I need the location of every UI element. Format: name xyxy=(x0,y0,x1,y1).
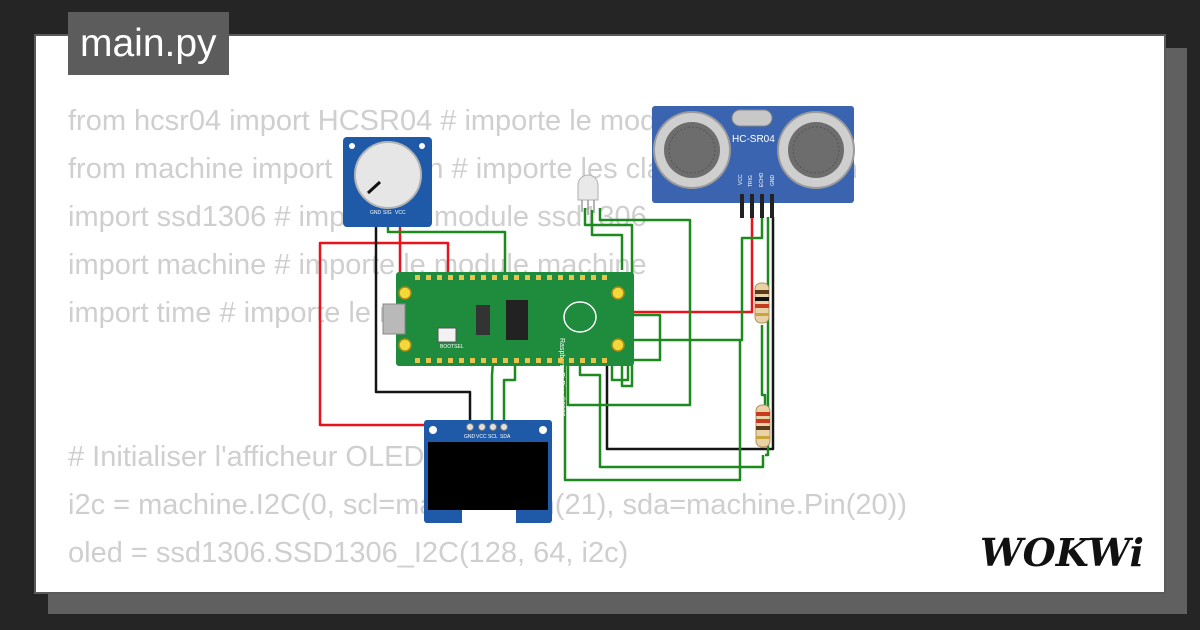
wire-red-oled-vcc[interactable] xyxy=(318,241,482,427)
oled-pin-label-vcc: VCC xyxy=(476,434,487,440)
sensor-pins xyxy=(740,194,774,218)
resistor-2[interactable] xyxy=(755,404,771,448)
resistor-1[interactable] xyxy=(754,282,770,324)
mount-hole xyxy=(419,143,425,149)
pico-board[interactable]: Raspberry Pi Pico ©2020 BOOTSEL xyxy=(382,272,634,417)
oled-pins xyxy=(466,423,508,431)
flash-chip xyxy=(476,305,490,335)
sensor-label: HC-SR04 xyxy=(732,134,775,145)
oled-pin-label-scl: SCL xyxy=(488,434,498,440)
transducer-right xyxy=(777,111,855,189)
oled-display[interactable]: GND VCC SCL SDA xyxy=(424,420,552,523)
wire-black-pot-gnd[interactable] xyxy=(374,222,472,425)
pico-pin-row-bottom xyxy=(415,358,607,363)
sensor-pin-label-echo: ECHO xyxy=(759,172,765,187)
transducer-left xyxy=(653,111,731,189)
wire-green-led-low[interactable] xyxy=(610,362,630,382)
bootsel-label: BOOTSEL xyxy=(440,344,464,350)
wire-green-oled-scl[interactable] xyxy=(490,361,495,425)
led-dome xyxy=(577,174,599,201)
usb-port[interactable] xyxy=(382,303,406,335)
mount-hole xyxy=(398,338,412,352)
sensor-pin-label-vcc: VCC xyxy=(738,174,744,185)
oled-ribbon xyxy=(462,510,516,523)
mount-hole xyxy=(398,286,412,300)
rp2040-chip xyxy=(506,300,528,340)
potentiometer-knob[interactable] xyxy=(354,141,422,209)
potentiometer-indicator xyxy=(366,180,382,195)
raspberry-logo-icon xyxy=(563,301,597,333)
mount-hole xyxy=(539,426,547,434)
pico-pin-row-top xyxy=(415,275,607,280)
pot-pin-label-sig: SIG xyxy=(383,210,392,216)
wire-green-bottom[interactable] xyxy=(563,340,742,482)
file-tab-main-py[interactable]: main.py xyxy=(68,12,229,75)
code-line: # Initialiser l'afficheur OLED xyxy=(68,441,425,473)
oled-pin-label-gnd: GND xyxy=(464,434,476,440)
pico-label: Raspberry Pi Pico ©2020 xyxy=(558,338,566,417)
sensor-crystal xyxy=(731,109,773,127)
wokwi-logo-text: WOKWi xyxy=(980,530,1144,575)
wire-green-pico-right[interactable] xyxy=(630,313,662,362)
mount-hole xyxy=(429,426,437,434)
code-line: oled = ssd1306.SSD1306_I2C(128, 64, i2c) xyxy=(68,537,629,569)
ultrasonic-sensor[interactable]: HC-SR04 VCC TRIG ECHO GND xyxy=(652,106,855,218)
wire-green-trig[interactable] xyxy=(634,217,764,342)
wire-green-led-2[interactable] xyxy=(590,210,624,270)
mount-hole xyxy=(349,143,355,149)
wire-green-res1[interactable] xyxy=(760,325,767,405)
wire-green-res2-out[interactable] xyxy=(578,362,765,469)
oled-pin-label-sda: SDA xyxy=(500,434,511,440)
wire-green-led-3[interactable] xyxy=(566,208,692,407)
mount-hole xyxy=(611,286,625,300)
sensor-pin-label-gnd: GND xyxy=(770,175,776,187)
wire-green-oled-sda[interactable] xyxy=(502,362,517,425)
potentiometer[interactable]: GND SIG VCC xyxy=(343,137,432,227)
rgb-led[interactable] xyxy=(577,174,599,215)
bootsel-button[interactable] xyxy=(437,327,457,343)
oled-screen xyxy=(428,442,548,510)
sensor-pin-label-trig: TRIG xyxy=(748,175,754,187)
pot-pin-label-vcc: VCC xyxy=(395,210,406,216)
mount-hole xyxy=(611,338,625,352)
wokwi-logo[interactable]: WOKWi xyxy=(980,528,1150,576)
pot-pin-label-gnd: GND xyxy=(370,210,382,216)
